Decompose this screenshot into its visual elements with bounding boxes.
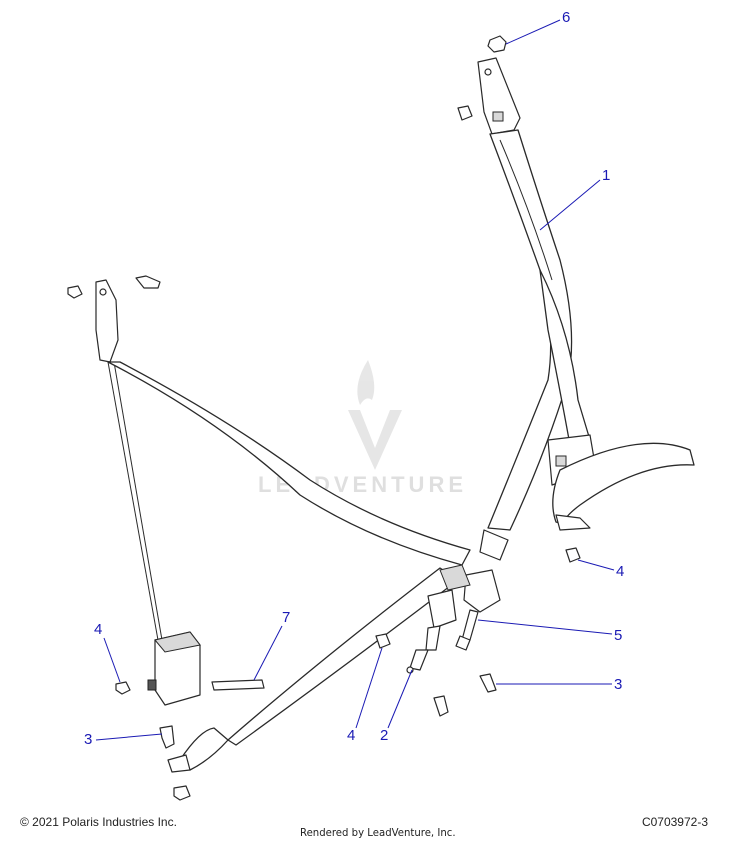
nut-4-left [115,681,131,695]
shoulder-belt-right [477,57,695,531]
callout-3-left: 3 [84,731,92,748]
rendered-by-text: Rendered by LeadVenture, Inc. [300,826,456,839]
callout-4-center: 4 [347,727,355,744]
buckle-assembly [439,529,509,651]
bolt-7 [211,679,265,691]
callout-4-right: 4 [616,563,624,580]
callout-1: 1 [602,167,610,184]
bolt-upper [457,105,473,121]
copyright-text: © 2021 Polaris Industries Inc. [20,815,177,829]
callout-7: 7 [282,609,290,626]
nut-upper-left [67,285,83,299]
nut-bottom [173,785,191,801]
nut-4-center [375,633,391,649]
callout-3-right: 3 [614,676,622,693]
callout-5: 5 [614,627,622,644]
callout-leaders [95,19,615,741]
bolt-center-bottom [433,695,449,717]
hardware [67,35,581,801]
figure-id: C0703972-3 [641,815,708,829]
nut-4-right [565,547,581,563]
callout-2: 2 [380,727,388,744]
callout-4-left: 4 [94,621,102,638]
lap-belt-left [95,279,471,773]
bolt-3-right [479,673,497,693]
bolt-upper-left [135,275,161,289]
callout-6: 6 [562,9,570,26]
nut-6 [487,35,507,53]
bolt-3-left [159,725,175,749]
watermark-flame-icon [357,360,375,405]
watermark-v-icon [348,410,402,470]
buckle-receiver [406,589,457,674]
callout-labels: 6 1 4 5 3 2 4 7 4 3 [84,9,624,748]
